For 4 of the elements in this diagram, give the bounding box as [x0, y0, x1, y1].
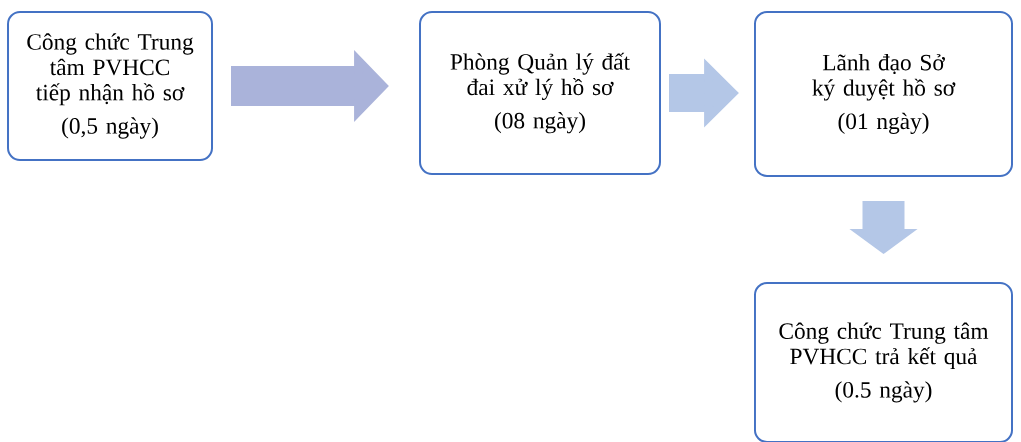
- process-box: Lãnh đạo Sở ký duyệt hồ sơ (01 ngày): [753, 11, 1014, 177]
- process-box: Công chức Trung tâm PVHCC trả kết quả (0.5 ngày): [753, 282, 1014, 442]
- process-box: Công chức Trung tâm PVHCC tiếp nhận hồ sơ (0,5 ngày): [7, 11, 213, 161]
- process-box: Phòng Quản lý đất đai xử lý hồ sơ (08 ngày): [419, 11, 661, 175]
